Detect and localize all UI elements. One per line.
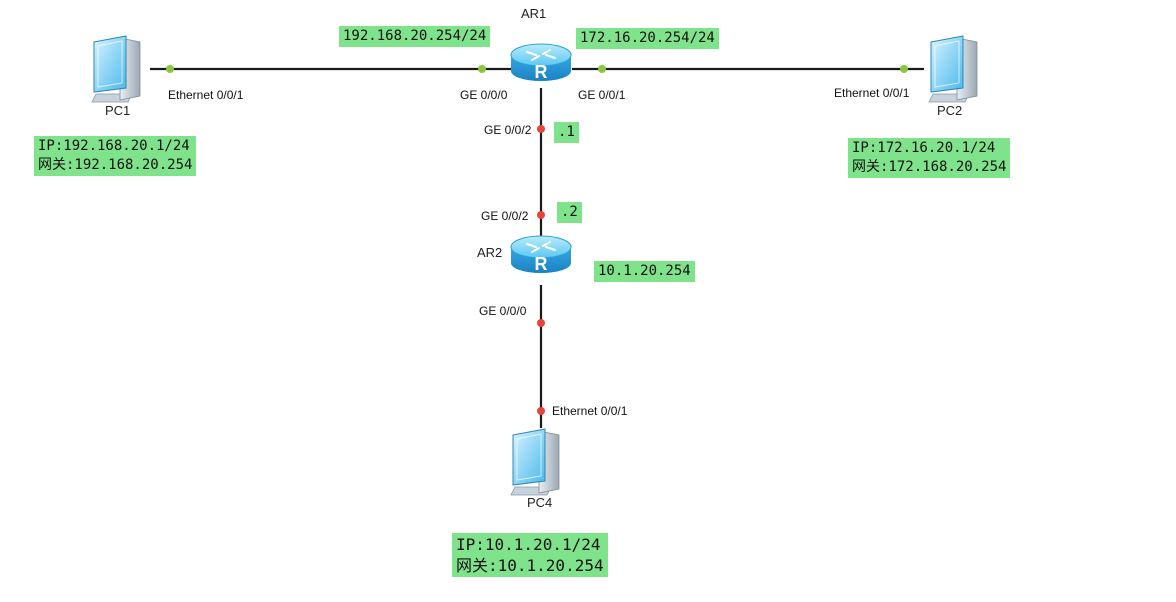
port-dot-pc1-eth (166, 65, 174, 73)
ar1-label: AR1 (521, 6, 547, 21)
port-label-ar1-ge001: GE 0/0/1 (578, 88, 626, 102)
pc-pc1[interactable] (91, 35, 141, 103)
port-dot-ar2-ge000 (537, 319, 545, 327)
pc-pc2[interactable] (928, 35, 978, 103)
port-dot-ar1-ge002 (537, 125, 545, 133)
pc2-label: PC2 (937, 103, 963, 118)
port-dot-ar1-ge000 (478, 65, 486, 73)
router-ar1[interactable] (510, 43, 572, 83)
ar2-label: AR2 (477, 245, 503, 260)
note-ar1-right-ip: 172.16.20.254/24 (576, 28, 719, 49)
note-ar1-down-ip: .1 (554, 122, 579, 143)
note-pc4-addressing: IP:10.1.20.1/24 网关:10.1.20.254 (452, 533, 608, 577)
port-label-ar2-ge000: GE 0/0/0 (479, 304, 527, 318)
pc2-gateway-text: 网关:172.168.20.254 (852, 159, 1007, 175)
port-dot-pc4-eth (537, 407, 545, 415)
links (150, 67, 924, 428)
note-pc2-addressing: IP:172.16.20.1/24 网关:172.168.20.254 (848, 138, 1011, 178)
port-dot-ar1-ge001 (598, 65, 606, 73)
port-label-pc4-eth: Ethernet 0/0/1 (552, 404, 628, 418)
router-ar2[interactable] (510, 235, 572, 275)
pc1-gateway-text: 网关:192.168.20.254 (38, 157, 193, 173)
port-label-pc2-eth: Ethernet 0/0/1 (834, 86, 910, 100)
note-pc1-addressing: IP:192.168.20.1/24 网关:192.168.20.254 (34, 136, 197, 176)
port-label-ar2-ge002: GE 0/0/2 (481, 209, 529, 223)
pc4-gateway-text: 网关:10.1.20.254 (456, 556, 604, 575)
router-icon (510, 43, 572, 83)
port-dot-ar2-ge002 (537, 211, 545, 219)
pc1-label: PC1 (105, 103, 131, 118)
router-icon (510, 235, 572, 275)
pc1-ip-text: IP:192.168.20.1/24 (38, 138, 190, 154)
port-indicators (166, 65, 908, 415)
pc-icon (510, 428, 560, 496)
port-dot-pc2-eth (900, 65, 908, 73)
pc4-label: PC4 (527, 495, 553, 510)
port-label-pc1-eth: Ethernet 0/0/1 (168, 88, 244, 102)
port-label-ar1-ge002: GE 0/0/2 (484, 123, 532, 137)
pc2-ip-text: IP:172.16.20.1/24 (852, 140, 996, 156)
note-ar2-up-ip: .2 (557, 202, 582, 223)
pc-icon (928, 35, 978, 103)
note-ar2-ip: 10.1.20.254 (594, 261, 695, 282)
note-ar1-left-ip: 192.168.20.254/24 (339, 26, 491, 47)
pc4-ip-text: IP:10.1.20.1/24 (456, 535, 601, 554)
pc-icon (91, 35, 141, 103)
port-label-ar1-ge000: GE 0/0/0 (460, 88, 508, 102)
pc-pc4[interactable] (510, 428, 560, 496)
